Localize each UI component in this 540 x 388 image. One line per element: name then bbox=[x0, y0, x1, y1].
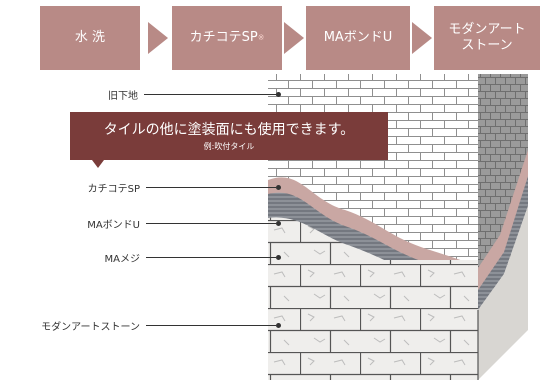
process-step-3: MAボンドU bbox=[306, 6, 410, 70]
process-step-4-label: モダンアート ストーン bbox=[448, 22, 526, 53]
leader-old-substrate bbox=[144, 94, 276, 95]
process-step-4: モダンアート ストーン bbox=[434, 6, 540, 70]
label-kachikote: カチコテSP bbox=[87, 184, 140, 195]
leader-stone bbox=[146, 325, 276, 326]
label-bond: MAボンドU bbox=[87, 220, 140, 231]
leader-bond bbox=[146, 223, 276, 224]
usage-banner-text: タイルの他に塗装面にも使用できます。 bbox=[103, 122, 355, 138]
process-step-3-label: MAボンドU bbox=[323, 30, 393, 46]
process-arrow-3 bbox=[412, 22, 432, 54]
label-joint: MAメジ bbox=[104, 254, 140, 265]
label-old-substrate: 旧下地 bbox=[108, 91, 138, 102]
label-stone: モダンアートストーン bbox=[41, 322, 140, 333]
process-step-2-label: カチコテSP bbox=[189, 30, 258, 46]
leader-dot-stone bbox=[276, 323, 281, 328]
leader-dot-old-substrate bbox=[276, 92, 281, 97]
process-arrow-1 bbox=[148, 22, 168, 54]
leader-dot-bond bbox=[276, 221, 281, 226]
process-step-2-note: ※ bbox=[257, 33, 265, 43]
leader-joint bbox=[146, 257, 276, 258]
stone-front bbox=[268, 260, 478, 380]
process-step-2: カチコテSP※ bbox=[172, 6, 282, 70]
usage-banner-tail bbox=[92, 160, 104, 168]
process-step-1-label: 水 洗 bbox=[74, 30, 106, 46]
stone-side-face bbox=[478, 206, 528, 380]
leader-dot-kachikote bbox=[276, 185, 281, 190]
process-step-1: 水 洗 bbox=[40, 6, 140, 70]
process-arrow-2 bbox=[284, 22, 304, 54]
usage-banner-example: 例:吹付タイル bbox=[203, 142, 255, 151]
usage-banner: タイルの他に塗装面にも使用できます。 例:吹付タイル bbox=[70, 112, 388, 160]
leader-dot-joint bbox=[276, 255, 281, 260]
leader-kachikote bbox=[146, 187, 276, 188]
